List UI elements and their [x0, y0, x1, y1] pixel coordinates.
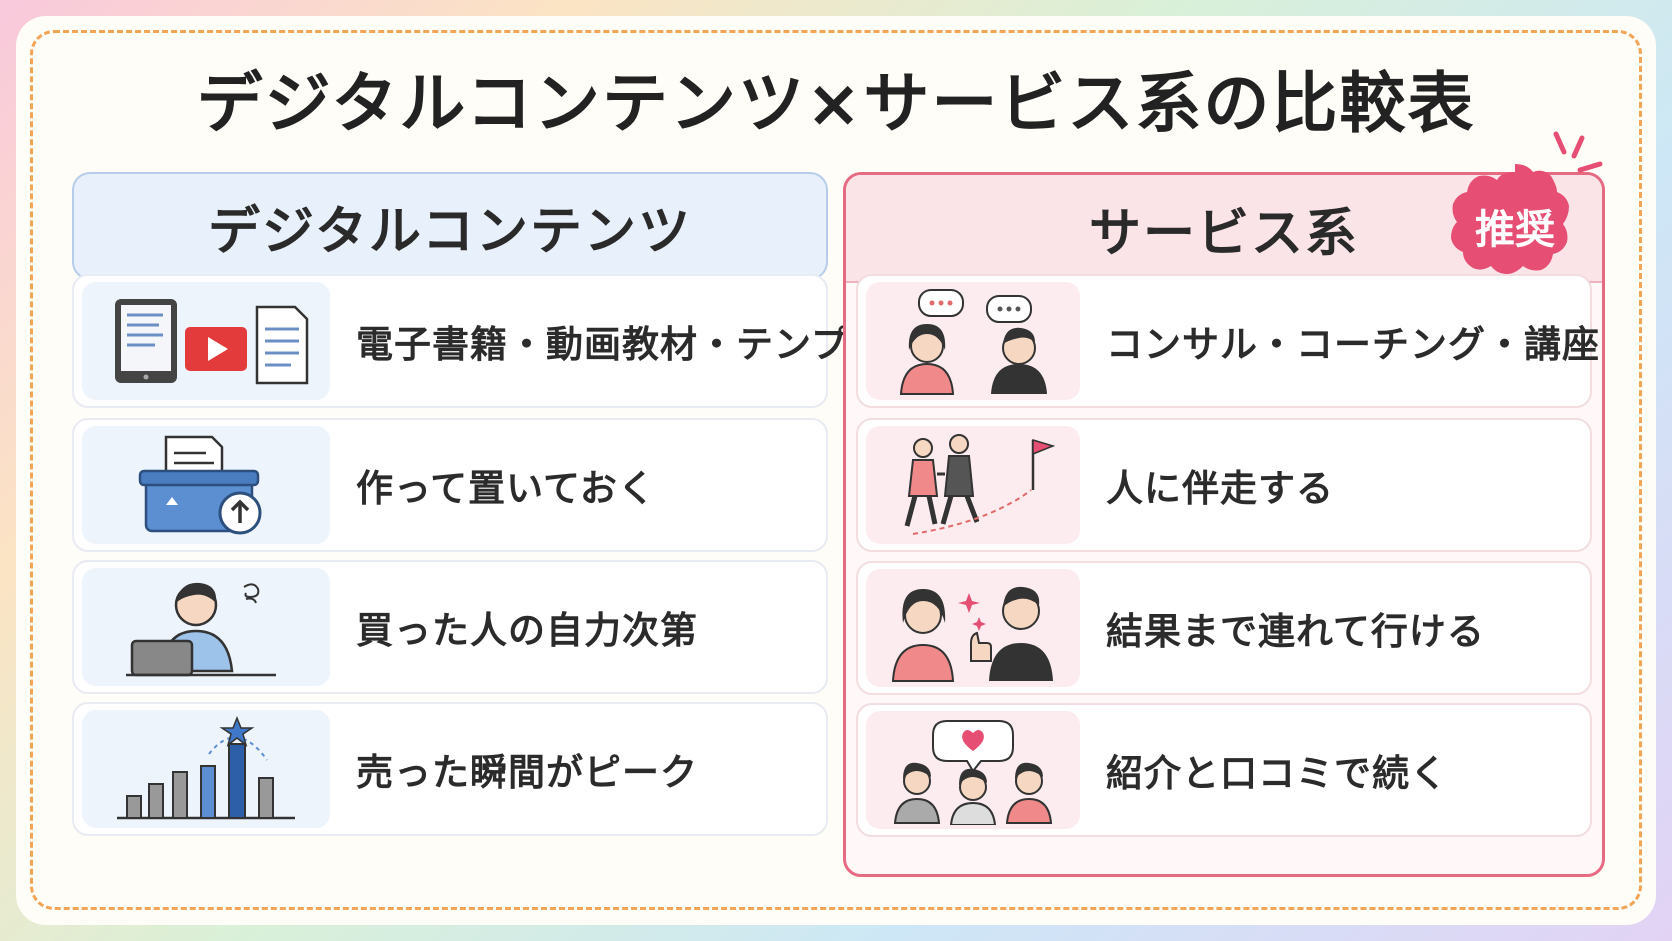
- page-title: デジタルコンテンツ×サービス系の比較表: [196, 65, 1476, 142]
- sparkle-lines-icon: [1553, 131, 1603, 173]
- item-text: 人に伴走する: [1106, 467, 1334, 510]
- service-panel: サービス系 コンサル・コーチング・講座: [843, 172, 1605, 877]
- badge-shape: [1451, 164, 1569, 274]
- conversation-icon: [866, 282, 1080, 400]
- list-item: 結果まで連れて行ける: [856, 561, 1592, 695]
- dashed-border: [30, 30, 1642, 910]
- badge-label: 推奨: [1475, 207, 1555, 253]
- upload-box-icon: [82, 426, 330, 544]
- list-item: 買った人の自力次第: [72, 560, 828, 694]
- peak-bar-chart-icon: [82, 710, 330, 828]
- walking-together-icon: [866, 426, 1080, 544]
- list-item: 売った瞬間がピーク: [72, 702, 828, 836]
- devices-icon: [82, 282, 330, 400]
- item-text: 結果まで連れて行ける: [1106, 610, 1485, 653]
- item-text: 電子書籍・動画教材・テンプレ: [356, 323, 887, 366]
- item-text: コンサル・コーチング・講座: [1106, 323, 1600, 366]
- list-item: 紹介と口コミで続く: [856, 703, 1592, 837]
- list-item: 作って置いておく: [72, 418, 828, 552]
- item-text: 買った人の自力次第: [356, 609, 698, 652]
- digital-content-header: デジタルコンテンツ: [72, 172, 828, 280]
- list-item: コンサル・コーチング・講座: [856, 274, 1599, 408]
- item-text: 売った瞬間がピーク: [356, 751, 698, 794]
- list-item: 電子書籍・動画教材・テンプレ: [72, 274, 886, 408]
- list-item: 人に伴走する: [856, 418, 1592, 552]
- word-of-mouth-icon: [866, 711, 1080, 829]
- thumbs-up-coach-icon: [866, 569, 1080, 687]
- item-text: 紹介と口コミで続く: [1106, 752, 1448, 795]
- item-text: 作って置いておく: [356, 467, 656, 510]
- confused-user-laptop-icon: [82, 568, 330, 686]
- recommended-badge: 推奨: [1447, 158, 1583, 294]
- digital-content-panel: デジタルコンテンツ 電子書籍・動画教材・テンプレ: [72, 172, 886, 872]
